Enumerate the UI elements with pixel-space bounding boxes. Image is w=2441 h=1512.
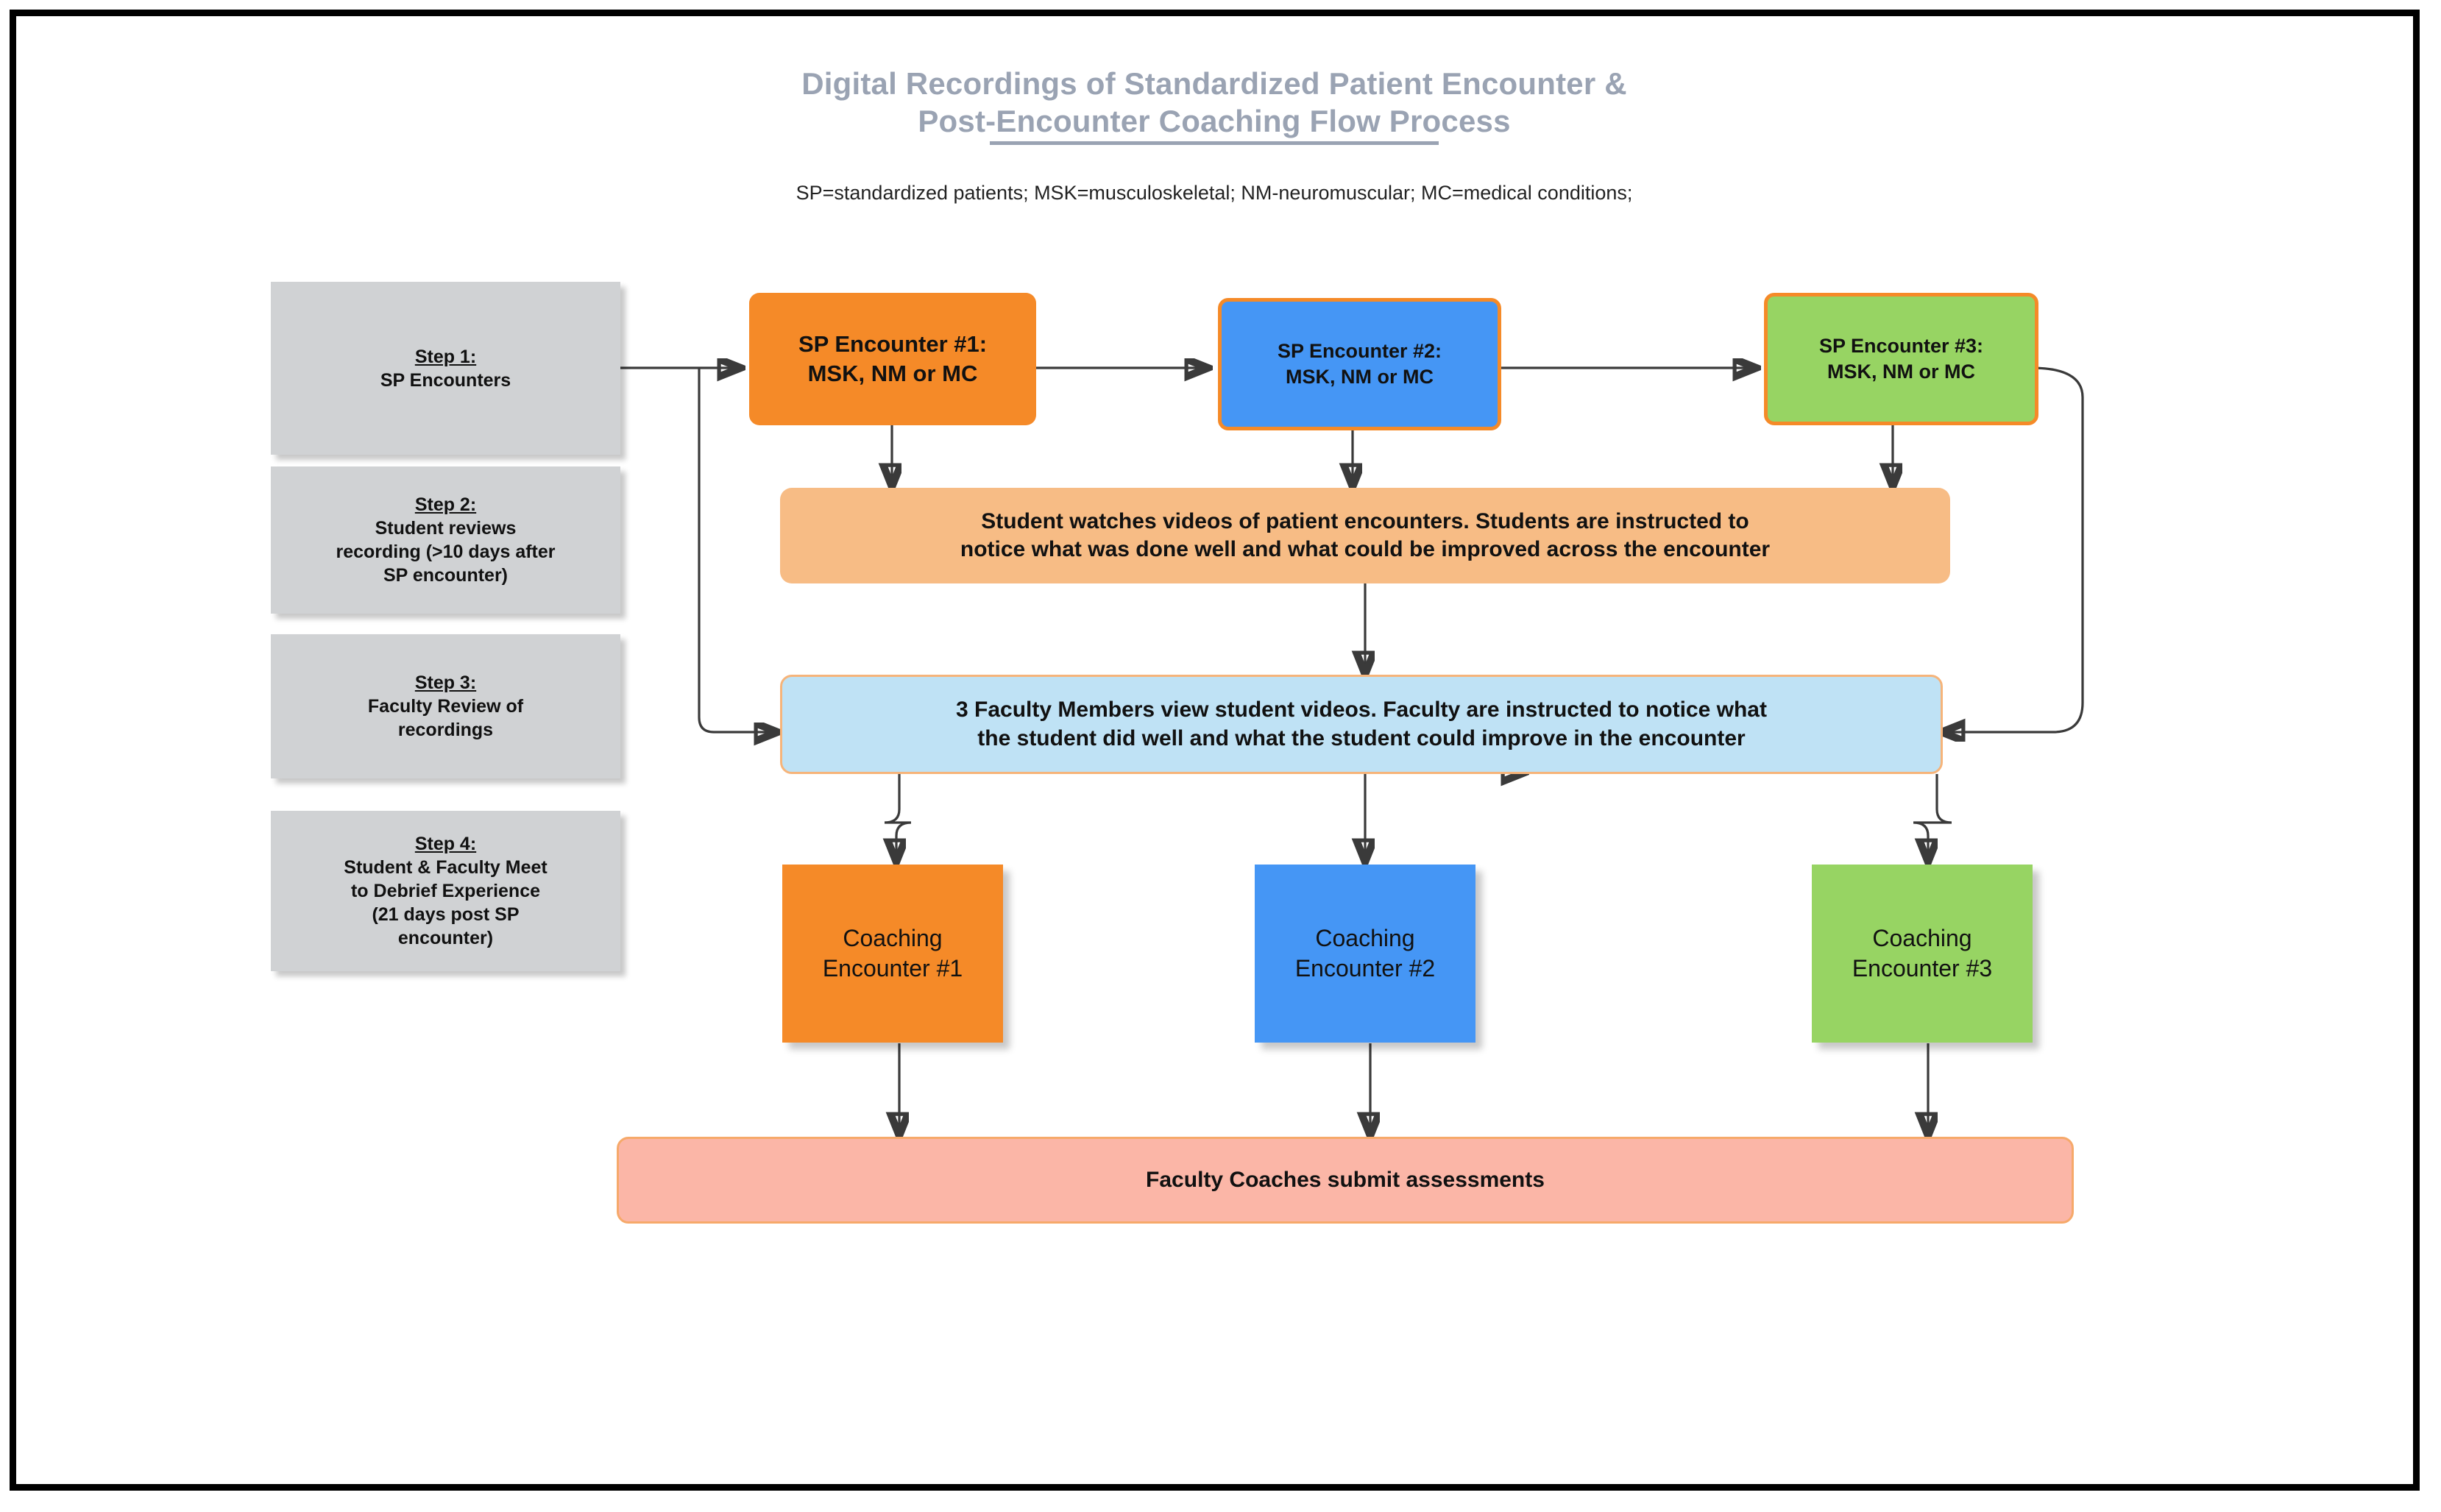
step-4-body: Student & Faculty Meet to Debrief Experi…: [344, 857, 548, 948]
faculty-review-banner[interactable]: 3 Faculty Members view student videos. F…: [780, 675, 1943, 774]
student-review-banner[interactable]: Student watches videos of patient encoun…: [780, 488, 1950, 583]
step-1-body: SP Encounters: [380, 369, 511, 391]
step-2-body: Student reviews recording (>10 days afte…: [336, 518, 556, 586]
coaching-encounter-1-label: Coaching Encounter #1: [822, 925, 963, 982]
step-box-4[interactable]: Step 4: Student & Faculty Meet to Debrief…: [271, 811, 620, 971]
title-underline-rule: [990, 141, 1439, 145]
step-box-3[interactable]: Step 3: Faculty Review of recordings: [271, 634, 620, 778]
step-2-title: Step 2:: [414, 494, 477, 515]
sp-encounter-1-label: SP Encounter #1: MSK, NM or MC: [798, 331, 988, 386]
sp-encounter-2-label: SP Encounter #2: MSK, NM or MC: [1277, 340, 1442, 388]
sp-encounter-box-1[interactable]: SP Encounter #1: MSK, NM or MC: [749, 293, 1036, 425]
step-3-title: Step 3:: [414, 672, 477, 693]
student-review-text: Student watches videos of patient encoun…: [960, 508, 1771, 561]
coaching-encounter-box-1[interactable]: Coaching Encounter #1: [782, 865, 1003, 1043]
assessments-text: Faculty Coaches submit assessments: [1146, 1167, 1545, 1192]
page-title-line-2: Post-Encounter Coaching Flow Process: [918, 104, 1511, 139]
sp-encounter-box-2[interactable]: SP Encounter #2: MSK, NM or MC: [1218, 298, 1501, 430]
step-box-1[interactable]: Step 1:SP Encounters: [271, 282, 620, 455]
step-1-title: Step 1:: [414, 346, 477, 367]
step-3-body: Faculty Review of recordings: [367, 696, 524, 740]
coaching-encounter-2-label: Coaching Encounter #2: [1294, 925, 1436, 982]
sp-encounter-box-3[interactable]: SP Encounter #3: MSK, NM or MC: [1764, 293, 2038, 425]
coaching-encounter-3-label: Coaching Encounter #3: [1852, 925, 1993, 982]
connector-faculty-to-coaching1: [885, 774, 912, 861]
coaching-encounter-box-3[interactable]: Coaching Encounter #3: [1812, 865, 2033, 1043]
page-title: Digital Recordings of Standardized Patie…: [515, 65, 1913, 140]
coaching-encounter-box-2[interactable]: Coaching Encounter #2: [1255, 865, 1475, 1043]
assessments-banner[interactable]: Faculty Coaches submit assessments: [617, 1137, 2074, 1224]
faculty-review-text: 3 Faculty Members view student videos. F…: [956, 698, 1767, 750]
sp-encounter-3-label: SP Encounter #3: MSK, NM or MC: [1818, 335, 1984, 383]
legend-abbreviations: SP=standardized patients; MSK=musculoske…: [796, 182, 1633, 204]
step-box-2[interactable]: Step 2: Student reviews recording (>10 da…: [271, 466, 620, 614]
step-4-title: Step 4:: [414, 834, 477, 854]
page-title-line-1: Digital Recordings of Standardized Patie…: [801, 66, 1627, 101]
connector-faculty-to-coaching3: [1913, 774, 1952, 861]
